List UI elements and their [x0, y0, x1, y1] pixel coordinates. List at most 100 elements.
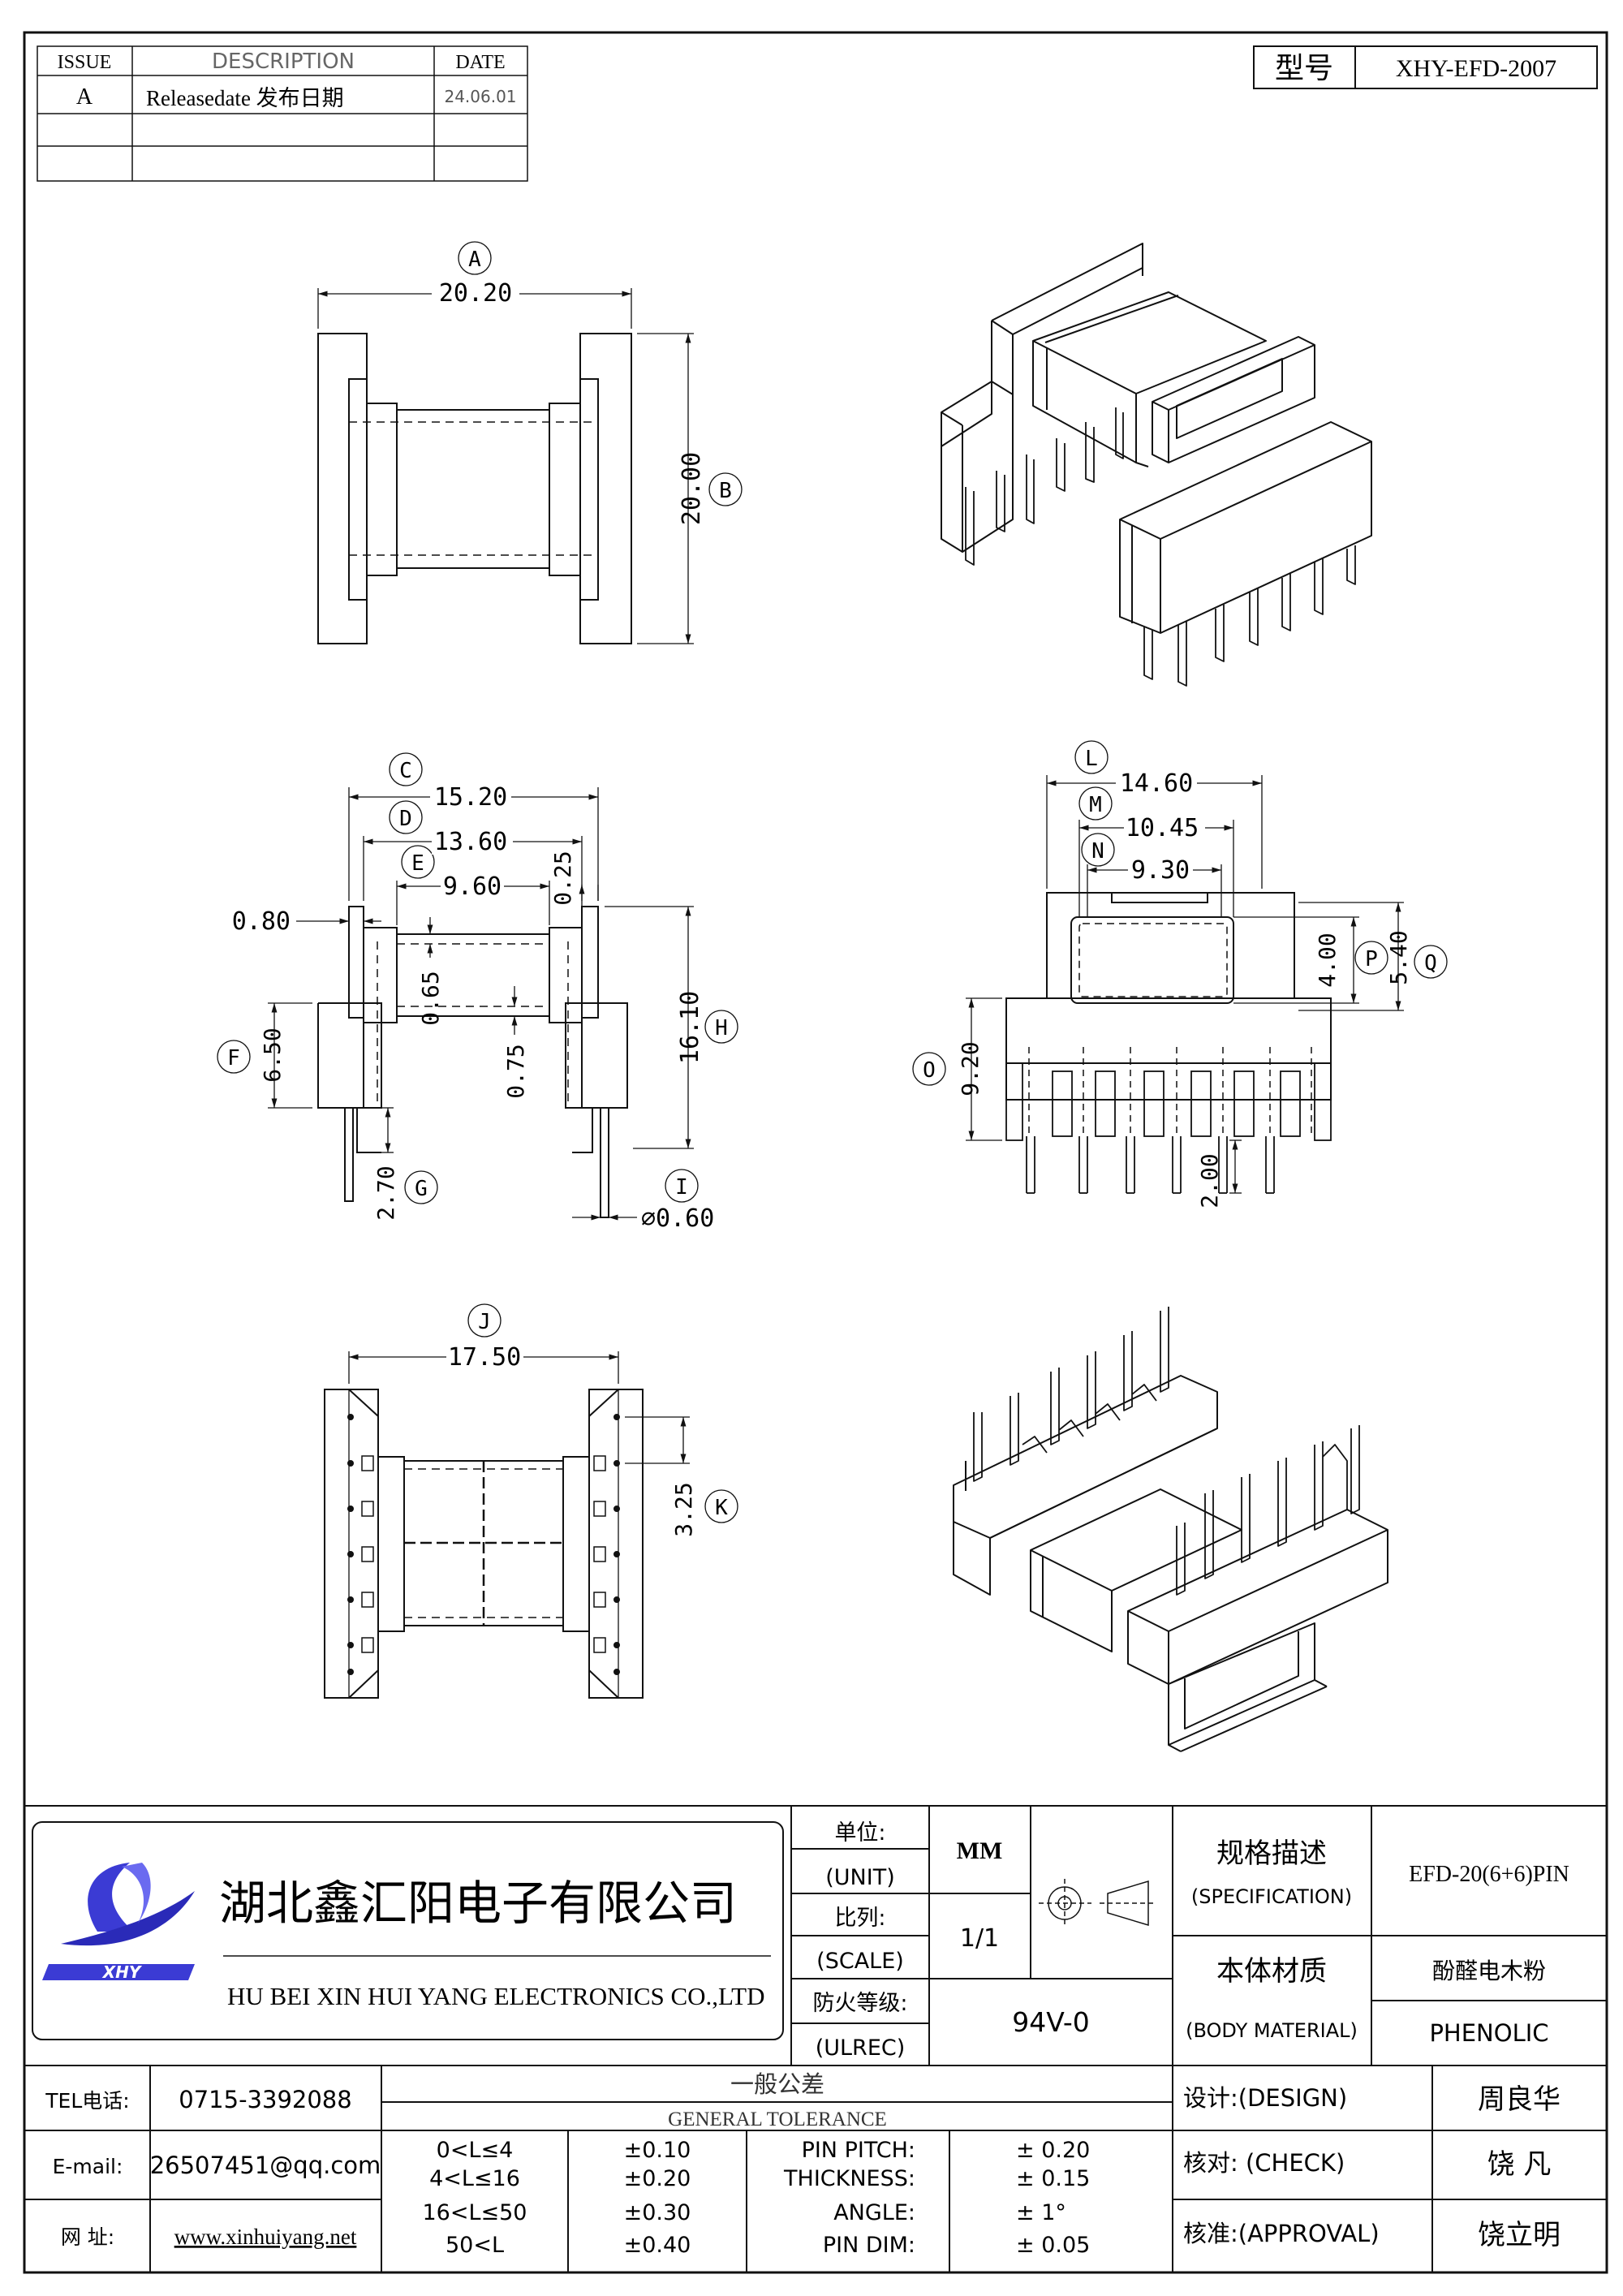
material-value-en: PHENOLIC: [1429, 2019, 1548, 2047]
front-view-dims: [912, 740, 1448, 1194]
top-view-dims: [317, 241, 743, 644]
logo-text: XHY: [101, 1962, 143, 1982]
dim-H-letter: H: [715, 1016, 728, 1040]
email-value[interactable]: 26507451@qq.com: [150, 2152, 381, 2179]
dim-G-value: 2.70: [372, 1165, 399, 1220]
fire-value: 94V-0: [1012, 2006, 1090, 2038]
dim-flange-width: 0.80: [232, 907, 291, 936]
model-value: XHY-EFD-2007: [1396, 55, 1556, 82]
rev-row-description: Releasedate 发布日期: [146, 86, 344, 110]
dim-D-value: 13.60: [434, 828, 507, 856]
check-value: 饶 凡: [1487, 2148, 1552, 2181]
company-name-cn: 湖北鑫汇阳电子有限公司: [219, 1876, 737, 1931]
tol-range-1: 0<L≤4: [437, 2138, 514, 2163]
company-name-en: HU BEI XIN HUI YANG ELECTRONICS CO.,LTD: [227, 1982, 764, 2010]
rev-header-description: DESCRIPTION: [212, 50, 355, 74]
tol-value-1: ±0.10: [624, 2138, 691, 2163]
dim-A-letter: A: [468, 248, 481, 272]
material-value-cn: 酚醛电木粉: [1432, 1958, 1546, 1984]
dim-L-letter: L: [1085, 747, 1098, 771]
dim-G-letter: G: [415, 1177, 428, 1201]
dim-F-value: 6.50: [259, 1027, 286, 1082]
tel-label: TEL电话:: [45, 2089, 129, 2113]
tol-spec-name-2: THICKNESS:: [783, 2166, 915, 2191]
iso-view-bottom-right: [953, 1307, 1388, 1752]
dim-I-letter: I: [675, 1175, 688, 1200]
scale-label-cn: 比列:: [834, 1906, 885, 1931]
approval-label: 核准:(APPROVAL): [1183, 2220, 1380, 2247]
tolerance-title-cn: 一般公差: [730, 2070, 824, 2098]
dim-A-value: 20.20: [439, 279, 512, 308]
material-label-en: (BODY MATERIAL): [1186, 2019, 1358, 2042]
scale-value: 1/1: [960, 1924, 999, 1953]
tol-value-4: ±0.40: [624, 2233, 691, 2258]
rev-row-issue: A: [76, 84, 93, 110]
dim-B-value: 20.00: [678, 452, 706, 525]
unit-value: MM: [957, 1837, 1003, 1864]
unit-label-en: (UNIT): [825, 1865, 894, 1890]
dim-P-value: 4.00: [1314, 933, 1341, 987]
top-view: [317, 333, 632, 644]
dim-M-value: 10.45: [1126, 814, 1199, 842]
sheet-border: [23, 31, 1608, 2274]
material-label-cn: 本体材质: [1216, 1955, 1327, 1988]
side-view-dims: [217, 752, 738, 1221]
fire-label-cn: 防火等级:: [812, 1991, 907, 2016]
side-view: [317, 906, 628, 1218]
tol-spec-value-3: ± 1°: [1016, 2200, 1066, 2225]
dim-C-letter: C: [399, 759, 412, 783]
tol-spec-value-1: ± 0.20: [1016, 2138, 1090, 2163]
dim-P-letter: P: [1365, 947, 1378, 971]
projection-symbol: [1039, 1879, 1156, 1928]
design-value: 周良华: [1478, 2083, 1561, 2116]
front-view: [1005, 892, 1332, 1194]
web-label: 网 址:: [61, 2225, 114, 2249]
dim-J-value: 17.50: [448, 1343, 521, 1372]
spec-label-en: (SPECIFICATION): [1191, 1885, 1352, 1908]
dim-N-letter: N: [1091, 839, 1104, 864]
web-link[interactable]: www.xinhuiyang.net: [174, 2225, 357, 2249]
tol-range-4: 50<L: [446, 2233, 504, 2258]
design-label: 设计:(DESIGN): [1183, 2084, 1347, 2112]
dim-M-letter: M: [1089, 793, 1102, 817]
tol-spec-name-3: ANGLE:: [833, 2200, 915, 2225]
dim-J-letter: J: [478, 1310, 491, 1334]
check-label: 核对: (CHECK): [1183, 2149, 1345, 2177]
tol-spec-value-2: ± 0.15: [1016, 2166, 1090, 2191]
tolerance-title-en: GENERAL TOLERANCE: [668, 2109, 887, 2130]
rev-header-date: DATE: [455, 52, 505, 73]
dim-Q-value: 5.40: [1385, 930, 1412, 984]
dim-I-value: ⌀0.60: [641, 1204, 714, 1233]
dim-B-letter: B: [719, 479, 732, 503]
dim-pin-length: 2.00: [1196, 1153, 1223, 1208]
dim-O-value: 9.20: [957, 1041, 984, 1096]
tol-value-3: ±0.30: [624, 2200, 691, 2225]
email-label: E-mail:: [53, 2155, 123, 2178]
dim-Q-letter: Q: [1424, 951, 1437, 976]
fire-label-en: (ULREC): [816, 2035, 906, 2061]
company-logo: XHY: [42, 1863, 195, 1982]
dim-D-letter: D: [399, 807, 412, 831]
tel-value: 0715-3392088: [179, 2086, 351, 2113]
tol-spec-name-1: PIN PITCH:: [802, 2138, 915, 2163]
spec-value: EFD-20(6+6)PIN: [1409, 1862, 1569, 1887]
dim-F-letter: F: [227, 1046, 240, 1070]
approval-value: 饶立明: [1478, 2219, 1561, 2251]
dim-wall-b: 0.75: [502, 1044, 529, 1098]
bottom-view: [324, 1389, 644, 1699]
rev-header-issue: ISSUE: [58, 52, 112, 73]
tol-spec-value-4: ± 0.05: [1016, 2233, 1090, 2258]
unit-label-cn: 单位:: [834, 1820, 885, 1846]
model-label: 型号: [1275, 52, 1333, 85]
dim-L-value: 14.60: [1120, 769, 1193, 798]
spec-label-cn: 规格描述: [1216, 1837, 1327, 1870]
rev-row-date: 24.06.01: [444, 87, 516, 106]
iso-view-top-right: [941, 243, 1372, 687]
dim-H-value: 16.10: [676, 991, 704, 1064]
tol-spec-name-4: PIN DIM:: [823, 2233, 915, 2258]
dim-K-letter: K: [715, 1496, 728, 1520]
dim-flange-thickness: 0.25: [549, 851, 576, 905]
model-box: [1253, 45, 1598, 89]
dim-E-letter: E: [411, 851, 424, 876]
